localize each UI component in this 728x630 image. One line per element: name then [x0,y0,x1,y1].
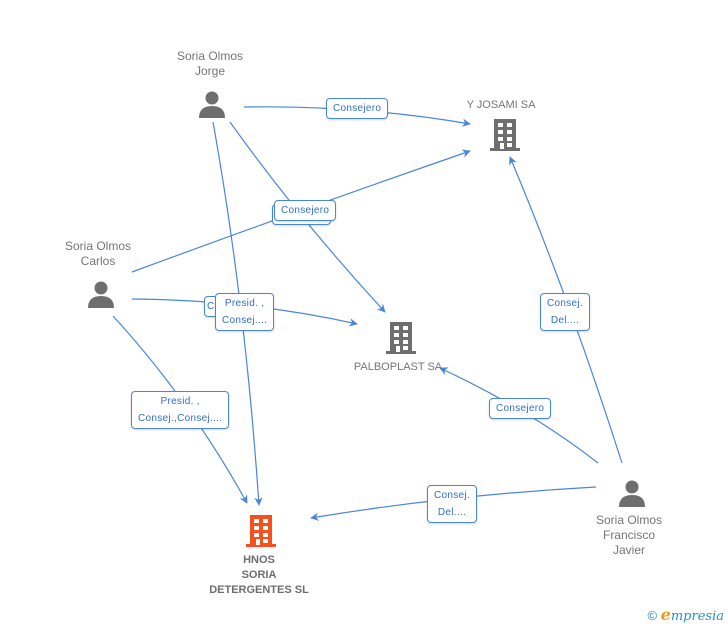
edge-label-jorge-yjosami[interactable]: Consejero [326,98,389,119]
edge-label-carlos-hnos[interactable]: Presid. , Consej.,Consej.... [131,391,230,429]
node-label-carlos[interactable]: Soria Olmos Carlos [64,239,132,268]
person-icon[interactable] [197,89,227,119]
node-label-jorge[interactable]: Soria Olmos Jorge [176,49,244,78]
building-icon[interactable] [245,513,277,549]
building-icon[interactable] [385,320,417,356]
footer-brand[interactable]: © empresia [647,605,724,624]
node-label-hnos[interactable]: HNOS SORIA DETERGENTES SL [209,554,309,596]
brand-logo: empresia [660,605,724,624]
person-icon[interactable] [86,279,116,309]
node-label-francisco[interactable]: Soria Olmos Francisco Javier [595,513,663,557]
edge-label-jorge-hnos[interactable]: Presid. , Consej.... [215,293,275,331]
copyright-icon: © [647,608,658,623]
edge-label-francisco-palboplast[interactable]: Consejero [489,398,552,419]
person-icon[interactable] [617,478,647,508]
building-icon[interactable] [489,117,521,153]
node-label-palboplast[interactable]: PALBOPLAST SA [353,361,443,373]
node-label-yjosami[interactable]: Y JOSAMI SA [466,99,536,111]
edge-label-carlos-yjosami[interactable]: Consejero [274,200,337,221]
edge-label-francisco-yjosami[interactable]: Consej. Del.... [540,293,591,331]
edge-label-francisco-hnos[interactable]: Consej. Del.... [427,485,478,523]
